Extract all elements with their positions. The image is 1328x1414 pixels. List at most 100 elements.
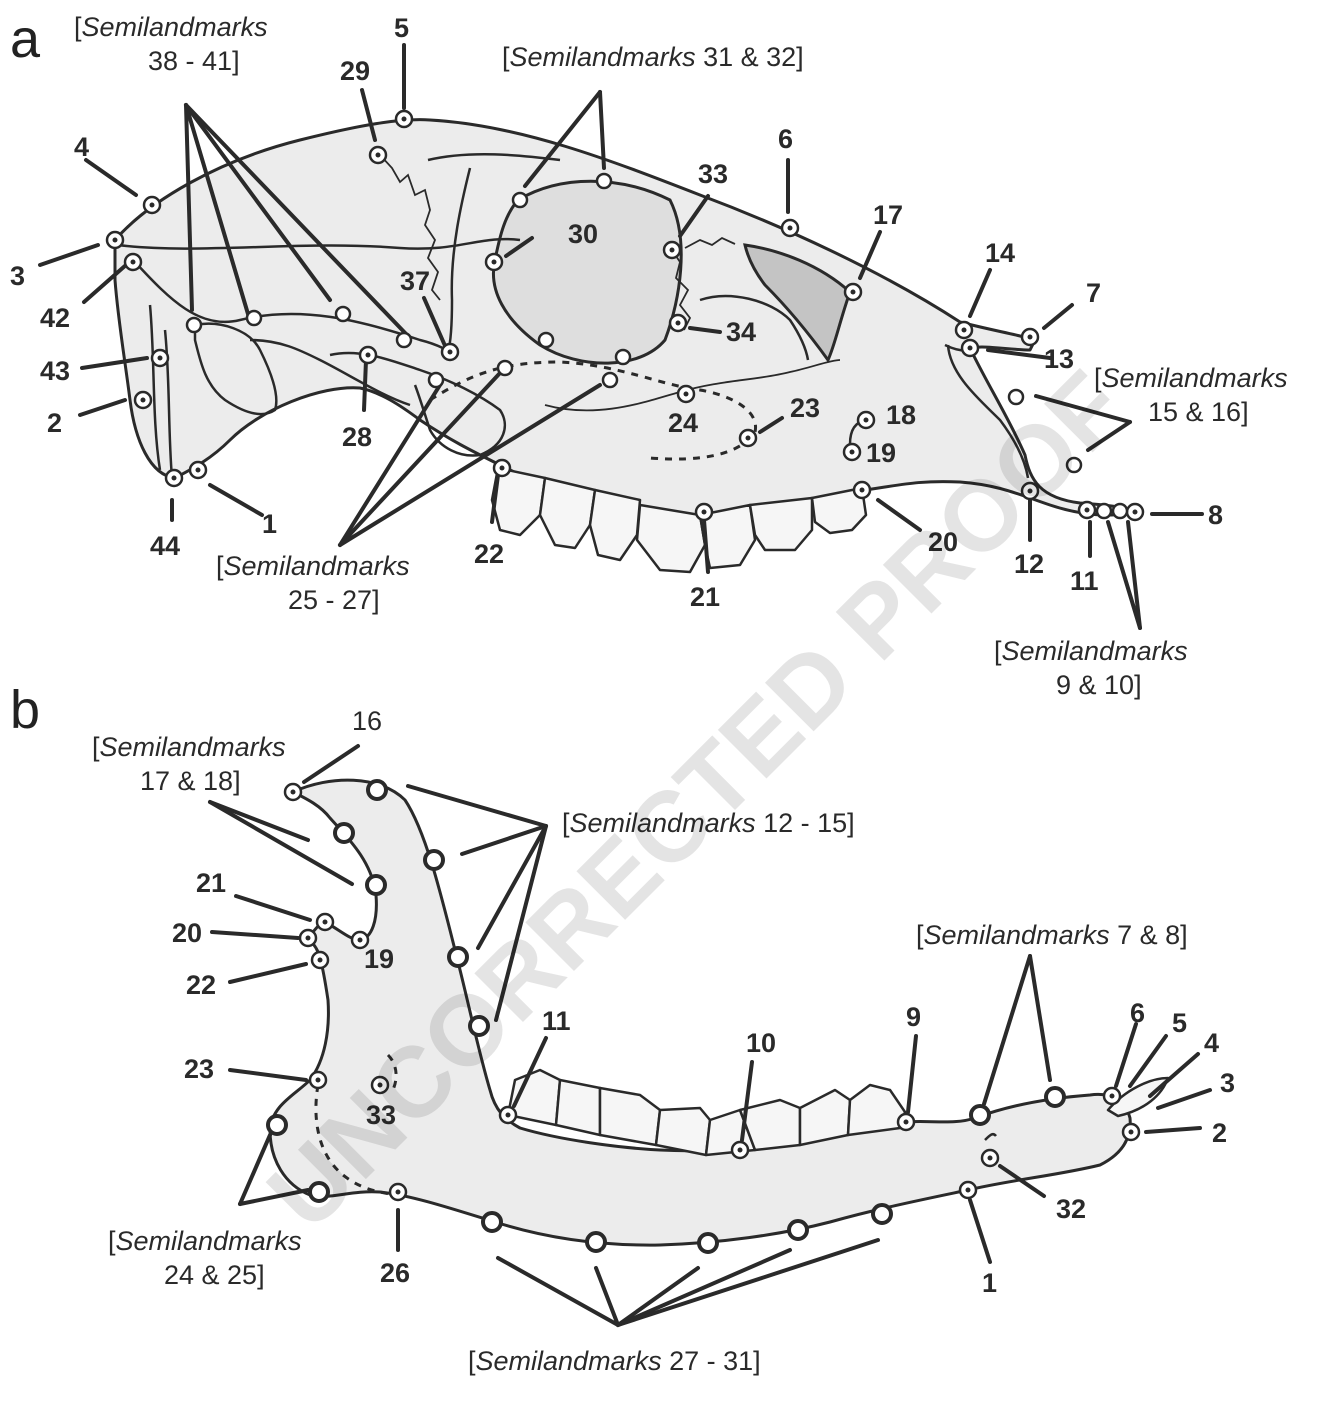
landmark-label: 21 [690,582,720,612]
tooth [556,1080,600,1135]
landmark-marker [732,1142,748,1158]
tooth [540,478,595,548]
landmark-label: 3 [1220,1068,1235,1098]
semilandmark-marker [539,333,553,347]
tooth [600,1088,660,1145]
semilandmark-marker [971,1106,989,1124]
landmark-label: 7 [1086,278,1101,308]
landmark-label: 22 [186,970,216,1000]
semilandmark-caption-17-18: [Semilandmarks [92,732,286,762]
landmark-label: 21 [196,868,226,898]
semilandmark-caption-7-8: [Semilandmarks 7 & 8] [916,920,1188,950]
landmark-marker [190,462,206,478]
landmark-label: 11 [1070,566,1099,596]
landmark-label: 22 [474,539,504,569]
landmark-marker [494,460,510,476]
landmark-marker [500,1107,516,1123]
landmark-label: 42 [40,303,70,333]
semilandmark-range: 25 - 27] [288,585,380,615]
semilandmark-range: 24 & 25] [164,1260,265,1290]
semilandmark-caption-25-27: [Semilandmarks [216,551,410,581]
landmark-label: 9 [906,1002,921,1032]
landmark-marker [962,340,978,356]
tooth [590,490,640,560]
semilandmark-marker [699,1234,717,1252]
tooth [848,1085,905,1135]
semilandmark-caption-38-41: [Semilandmarks [74,12,268,42]
landmark-marker [782,220,798,236]
semilandmark-marker [187,318,201,332]
landmark-marker [670,315,686,331]
semilandmark-marker [268,1116,286,1134]
landmark-label: 44 [150,531,180,561]
panel-b-letter: b [10,680,40,740]
landmark-label: 17 [873,200,903,230]
landmark-marker [152,350,168,366]
landmark-label: 4 [1204,1028,1219,1058]
landmark-marker [960,1182,976,1198]
semilandmark-marker [789,1221,807,1239]
landmark-label: 24 [668,408,698,438]
landmark-label: 6 [778,124,793,154]
tooth [750,498,812,550]
semilandmark-caption-27-31: [Semilandmarks 27 - 31] [468,1346,761,1376]
semilandmark-marker [603,373,617,387]
landmark-marker [125,254,141,270]
landmark-label: 34 [726,317,756,347]
landmark-marker [740,430,756,446]
tooth [492,468,545,535]
semilandmark-marker [425,851,443,869]
landmark-label: 1 [982,1268,997,1298]
landmark-label: 4 [74,132,89,162]
semilandmark-marker [513,193,527,207]
semilandmark-marker [597,174,611,188]
landmark-label: 6 [1130,998,1145,1028]
landmark-marker [312,952,328,968]
panel-a-skull: a [10,9,1288,700]
landmark-label: 43 [40,356,70,386]
landmark-label: 19 [364,944,394,974]
semilandmark-range: 15 & 16] [1148,397,1249,427]
semilandmark-marker [335,824,353,842]
landmark-marker [370,147,386,163]
landmark-marker [166,470,182,486]
landmark-marker [858,412,874,428]
landmark-label: 5 [394,13,409,43]
landmark-label: 30 [568,219,598,249]
semilandmark-range: 38 - 41] [148,46,240,76]
semilandmark-marker [397,333,411,347]
landmark-label: 1 [262,509,277,539]
landmark-label: 14 [985,238,1015,268]
landmark-marker [1104,1088,1120,1104]
landmark-marker [845,284,861,300]
semilandmark-marker [587,1233,605,1251]
landmark-marker [390,1184,406,1200]
landmark-marker [844,444,860,460]
semilandmark-caption-15-16: [Semilandmarks [1094,363,1288,393]
landmark-marker [956,322,972,338]
panel-b-mandible: b [10,680,1235,1376]
semilandmark-range: 17 & 18] [140,766,241,796]
landmark-marker [854,482,870,498]
landmark-marker [696,504,712,520]
semilandmark-marker [368,781,386,799]
semilandmark-marker [483,1213,501,1231]
landmark-label: 2 [1212,1118,1227,1148]
semilandmark-caption-9-10: [Semilandmarks [994,636,1188,666]
landmark-label: 16 [352,706,382,736]
landmark-label: 32 [1056,1194,1086,1224]
semilandmark-marker [498,361,512,375]
semilandmark-marker [367,876,385,894]
landmark-marker [442,344,458,360]
landmark-label: 20 [172,918,202,948]
landmark-marker [285,784,301,800]
landmark-marker [396,111,412,127]
landmark-marker [486,254,502,270]
tooth [800,1090,850,1145]
landmark-label: 3 [10,261,25,291]
landmark-label: 23 [790,393,820,423]
semilandmark-caption-24-25: [Semilandmarks [108,1226,302,1256]
semilandmark-marker [429,373,443,387]
panel-a-letter: a [10,9,41,69]
